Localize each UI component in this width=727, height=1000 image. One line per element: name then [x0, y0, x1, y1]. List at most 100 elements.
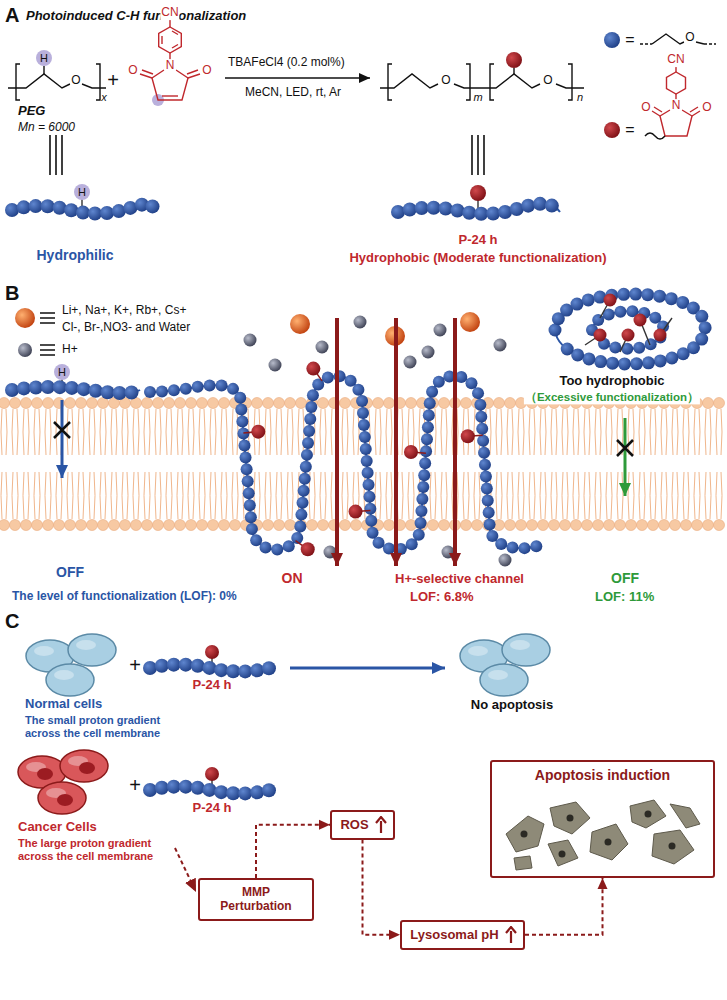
graphic-path [169, 20, 170, 60]
graphic-path [78, 409, 84, 455]
graphic-path [650, 472, 656, 519]
graphic-circle [238, 786, 252, 800]
graphic-circle [479, 459, 491, 471]
graphic-path [529, 472, 535, 519]
molecular-weight: Mn = 6000 [18, 121, 75, 135]
graphic-circle [358, 419, 370, 431]
graphic-circle [197, 520, 208, 531]
graphic-circle [285, 520, 296, 531]
graphic-circle [486, 207, 500, 221]
graphic-circle [373, 398, 384, 409]
graphic-circle [633, 342, 645, 354]
graphic-path [54, 422, 70, 438]
cell-label: Normal cells [25, 697, 102, 712]
panel-letter: B [5, 282, 19, 305]
graphic-circle [65, 398, 76, 409]
equals-sign: = [625, 121, 634, 139]
graphic-ellipse [510, 640, 530, 650]
graphic-path [628, 409, 634, 455]
graphic-ellipse [57, 794, 73, 806]
graphic-circle [299, 473, 311, 485]
graphic-circle [505, 398, 516, 409]
graphic-circle [692, 520, 703, 531]
graphic-circle [618, 357, 631, 370]
polymer-name: PEG [18, 104, 45, 119]
graphic-circle [424, 397, 436, 409]
graphic-circle [131, 520, 142, 531]
graphic-path [584, 409, 590, 455]
graphic-circle [300, 461, 312, 473]
graphic-circle [238, 439, 250, 451]
graphic-circle [143, 661, 157, 675]
graphic-path [690, 107, 700, 116]
graphic-path [496, 409, 502, 455]
graphic-path [187, 70, 200, 78]
level-label: The level of functionalization (LOF): 0% [12, 590, 237, 604]
graphic-path [453, 318, 457, 566]
atom-label: CN [160, 6, 179, 20]
graphic-circle [155, 781, 169, 795]
graphic-circle [494, 398, 505, 409]
graphic-path [34, 472, 40, 519]
graphic-path [529, 409, 535, 455]
graphic-circle [433, 376, 445, 388]
graphic-circle [197, 398, 208, 409]
graphic-path [683, 472, 689, 519]
graphic-path [23, 472, 29, 519]
graphic-circle [175, 398, 186, 409]
polymer-label: P-24 h [458, 233, 497, 248]
graphic-circle [484, 518, 496, 530]
graphic-circle [483, 507, 495, 519]
graphic-circle [507, 542, 519, 554]
graphic-path [221, 472, 227, 519]
graphic-path [150, 376, 540, 550]
graphic-path [672, 472, 678, 519]
graphic-path [34, 409, 40, 455]
graphic-circle [474, 399, 486, 411]
graphic-path [555, 294, 705, 364]
graphic-circle [594, 329, 607, 342]
graphic-path [573, 472, 579, 519]
graphic-path [12, 409, 18, 455]
maleimide-structure [140, 20, 200, 106]
graphic-circle [472, 387, 484, 399]
graphic-ellipse [60, 750, 108, 782]
graphic-circle [302, 437, 314, 449]
section-title: Photoinduced C-H functionalization [26, 9, 246, 24]
graphic-polygon [667, 72, 686, 94]
graphic-circle [32, 398, 43, 409]
graphic-path [111, 472, 117, 519]
graphic-circle [240, 451, 252, 463]
graphic-circle [476, 423, 488, 435]
graphic-circle [290, 314, 310, 334]
graphic-path [140, 70, 153, 78]
graphic-circle [391, 205, 405, 219]
graphic-path [298, 409, 304, 455]
graphic-circle [450, 203, 464, 217]
graphic-circle [316, 341, 329, 354]
graphic-path [43, 66, 44, 74]
graphic-path [276, 409, 282, 455]
graphic-circle [214, 785, 228, 799]
graphic-circle [422, 421, 434, 433]
graphic-circle [615, 520, 626, 531]
graphic-path [287, 472, 293, 519]
graphic-path [441, 472, 447, 519]
graphic-circle [530, 540, 542, 552]
legend-text: Cl-, Br-,NO3- and Water [62, 321, 190, 335]
graphic-circle [179, 658, 193, 672]
graphic-circle [637, 520, 648, 531]
graphic-circle [156, 386, 168, 398]
graphic-circle [482, 495, 494, 507]
graphic-path [122, 409, 128, 455]
graphic-path [144, 409, 150, 455]
graphic-circle [167, 658, 181, 672]
graphic-circle [571, 520, 582, 531]
graphic-circle [654, 329, 667, 342]
graphic-path [661, 472, 667, 519]
plus-sign: + [129, 654, 141, 677]
graphic-circle [297, 497, 309, 509]
graphic-path [716, 472, 722, 519]
graphic-path [696, 42, 704, 44]
graphic-path [162, 31, 178, 48]
